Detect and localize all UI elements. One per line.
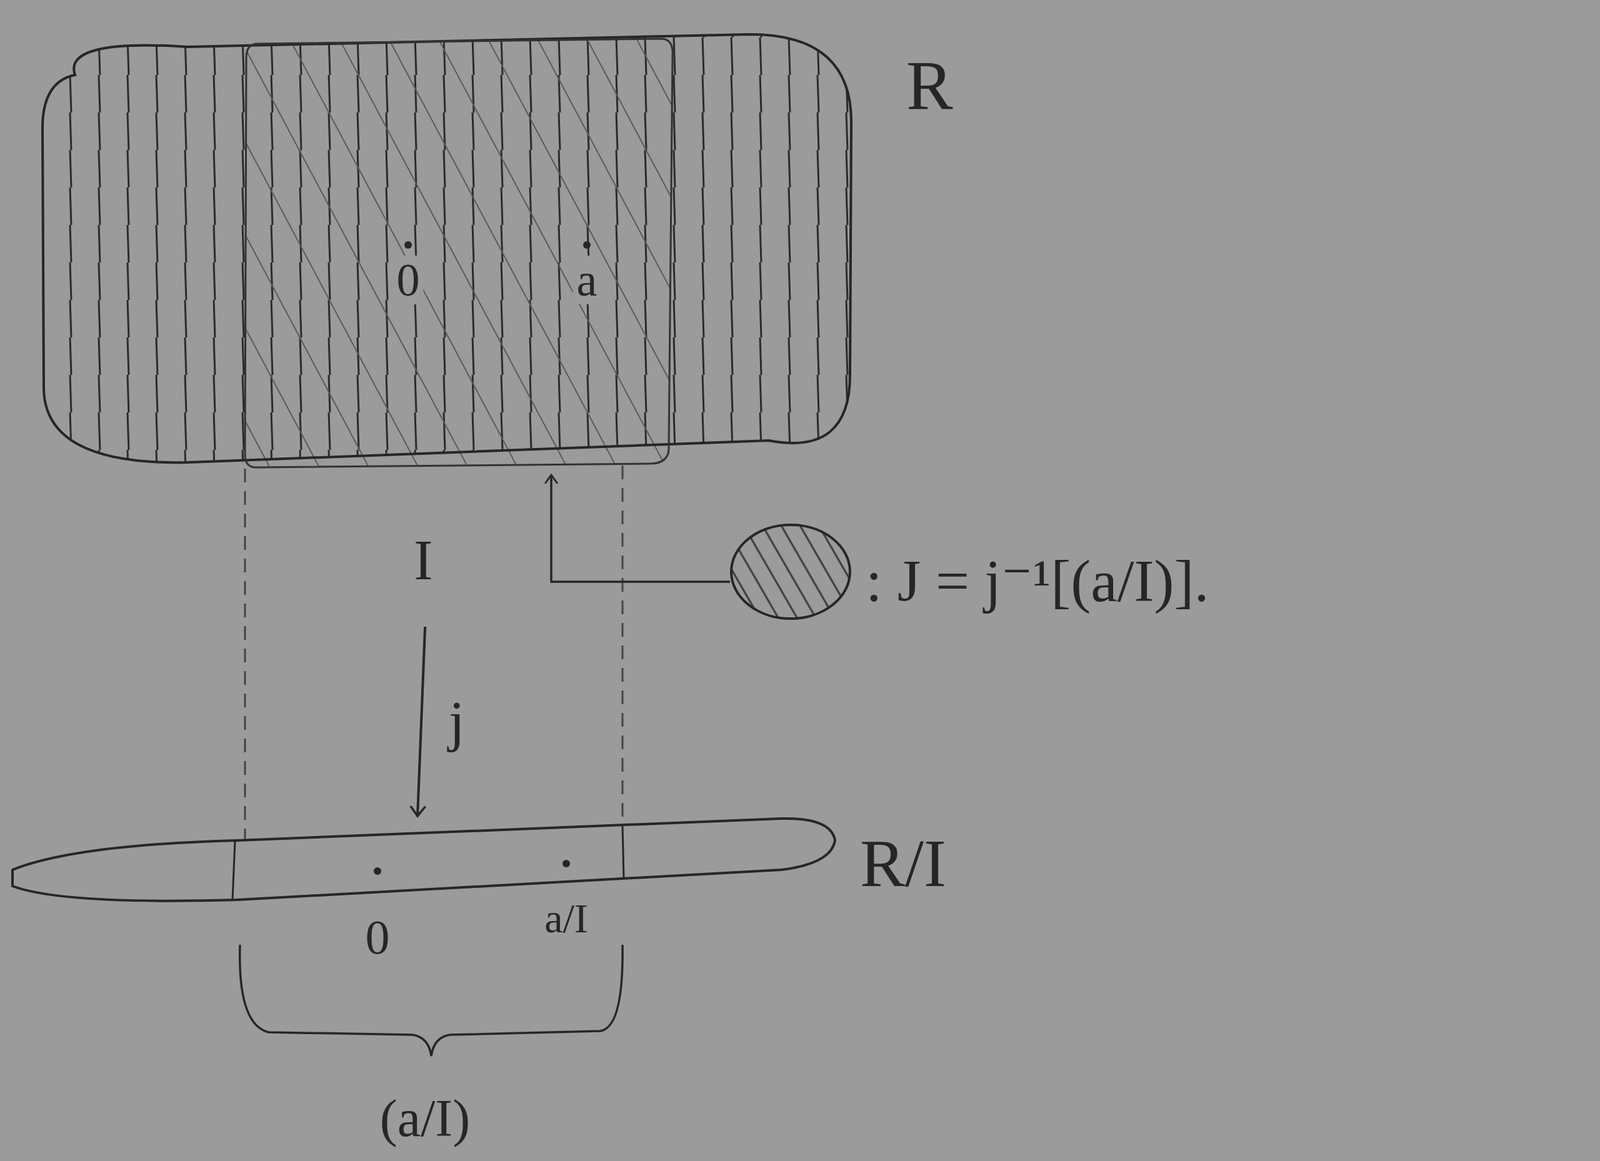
- legend-swatch: [731, 525, 850, 619]
- point-label: a: [573, 255, 602, 305]
- point-label: (a/I): [380, 1092, 471, 1145]
- region-label: I: [413, 531, 434, 589]
- map-arrow: [417, 626, 425, 815]
- ring-region: RI: [37, 31, 975, 469]
- region-label: R/I: [860, 830, 947, 898]
- legend-text: : J = j⁻¹[(a/I)].: [865, 551, 1209, 612]
- point-label: 0: [365, 913, 390, 962]
- region-label: R: [906, 50, 954, 120]
- map-label: j: [448, 692, 465, 750]
- ring-region: R/I: [10, 816, 1035, 923]
- point-label: 0: [393, 255, 424, 305]
- point-label: a/I: [544, 898, 589, 940]
- ideal-region: I: [245, 40, 674, 622]
